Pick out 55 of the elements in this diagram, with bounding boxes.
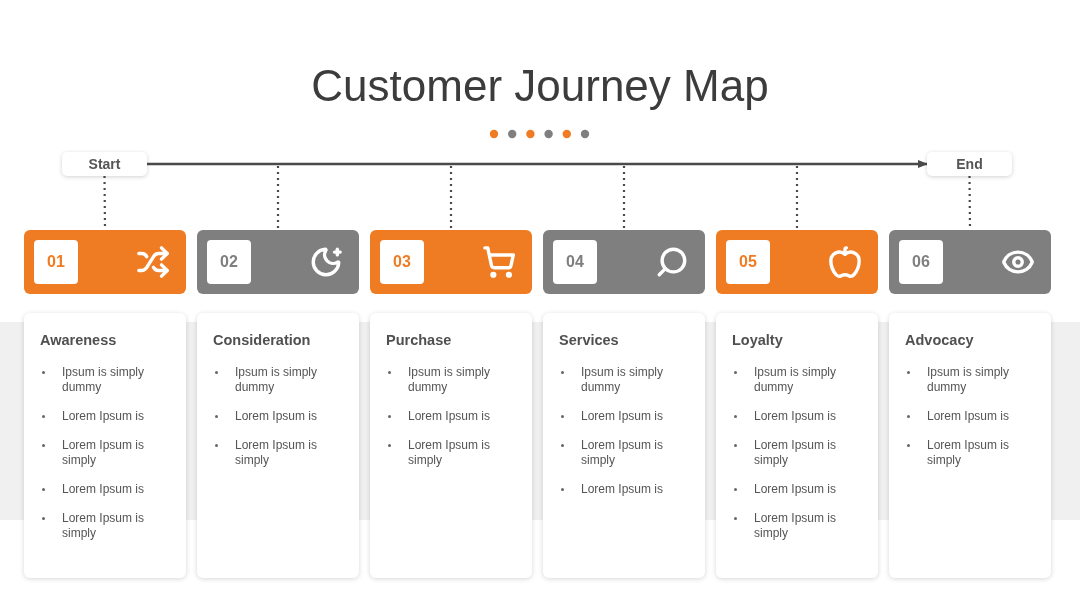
terminal-label: Start [62,152,147,176]
stage-heading: Services [559,332,620,348]
stage-heading: Awareness [40,332,118,348]
bullet-item: Lorem Ipsum is [386,409,520,424]
dotted-connector [276,166,280,230]
bullet-item: Lorem Ipsum is [732,482,866,497]
step-header-bar [889,230,1051,294]
stage-card [370,313,532,578]
terminal-label: End [927,152,1012,176]
title: Customer Journey Map [310,60,770,112]
step-number: 06 [899,240,943,284]
step-number: 05 [726,240,770,284]
bullet-item: Ipsum is simply dummy [905,365,1039,395]
bullet-item: Lorem Ipsum is [559,409,693,424]
bullet-item: Ipsum is simply dummy [213,365,347,395]
bullet-item: Ipsum is simply dummy [732,365,866,395]
bullet-item: Ipsum is simply dummy [386,365,520,395]
bullet-item: Lorem Ipsum is simply [213,438,347,468]
stage-card [543,313,705,578]
bullet-item: Lorem Ipsum is simply [386,438,520,468]
bullet-item: Lorem Ipsum is simply [559,438,693,468]
stage-heading: Purchase [386,332,453,348]
bullet-item: Lorem Ipsum is [905,409,1039,424]
bullet-item: Lorem Ipsum is [213,409,347,424]
step-header-bar [370,230,532,294]
step-header-bar [197,230,359,294]
bullet-item: Lorem Ipsum is simply [40,438,174,468]
stage-heading: Loyalty [732,332,784,348]
stage-heading: Consideration [213,332,312,348]
stage-card [889,313,1051,578]
timeline-arrow [147,160,928,168]
bullet-item: Lorem Ipsum is simply [732,511,866,541]
bullet-item: Lorem Ipsum is simply [905,438,1039,468]
bullet-item: Lorem Ipsum is [40,482,174,497]
stage-card [24,313,186,578]
bullet-item: Ipsum is simply dummy [559,365,693,395]
step-number: 02 [207,240,251,284]
bullet-item: Lorem Ipsum is simply [40,511,174,541]
step-header-bar [543,230,705,294]
bullet-item: Ipsum is simply dummy [40,365,174,395]
bullet-item: Lorem Ipsum is simply [732,438,866,468]
dotted-connector [795,166,799,230]
step-number: 03 [380,240,424,284]
step-number: 04 [553,240,597,284]
bullet-item: Lorem Ipsum is [40,409,174,424]
bullet-item: Lorem Ipsum is [732,409,866,424]
dotted-connector [449,166,453,230]
stage-heading: Advocacy [905,332,975,348]
bullet-item: Lorem Ipsum is [559,482,693,497]
stage-card [716,313,878,578]
step-header-bar [716,230,878,294]
step-number: 01 [34,240,78,284]
stage-card [197,313,359,578]
step-header-bar [24,230,186,294]
dotted-connector [622,166,626,230]
